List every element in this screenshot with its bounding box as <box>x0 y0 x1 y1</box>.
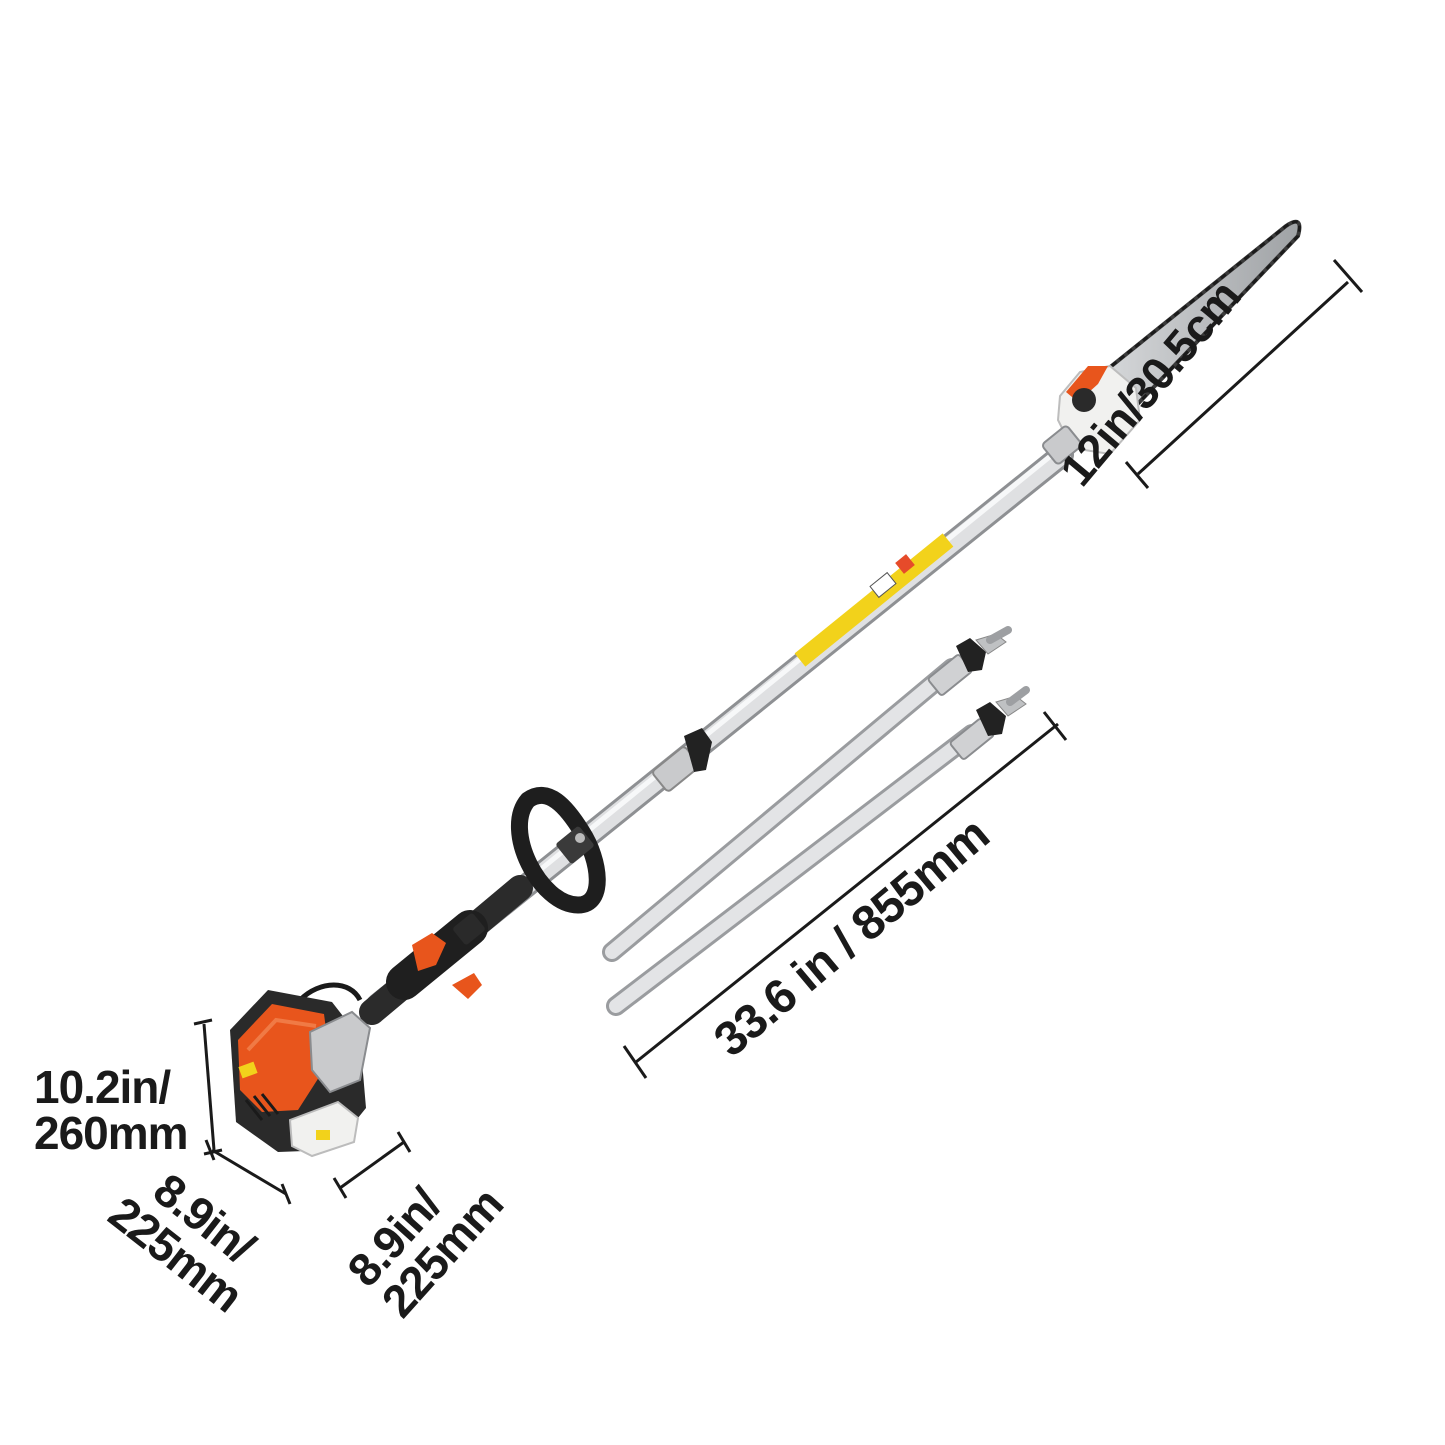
dimension-line-chain <box>1124 259 1364 489</box>
extension-pole-icon <box>602 626 1012 962</box>
loop-handle-icon <box>510 786 606 914</box>
engine-icon <box>230 982 372 1158</box>
engine-height-line1: 10.2in/ <box>34 1061 171 1113</box>
dimension-line-height <box>193 1018 223 1156</box>
shaft-coupler <box>652 728 712 792</box>
engine-height-line2: 260mm <box>34 1107 189 1159</box>
chainsaw-head-icon <box>1042 219 1302 465</box>
dimension-line-pole <box>622 711 1068 1079</box>
extension-pole-icon-2 <box>606 686 1030 1016</box>
dimension-line-depth <box>332 1131 412 1199</box>
throttle-handle <box>386 910 488 1000</box>
dimension-line-width <box>204 1139 292 1205</box>
main-shaft <box>359 443 1074 1025</box>
engine-height-label: 10.2in/ 260mm <box>34 1061 189 1159</box>
warning-sticker <box>794 533 954 667</box>
chain-bar <box>1101 219 1302 416</box>
